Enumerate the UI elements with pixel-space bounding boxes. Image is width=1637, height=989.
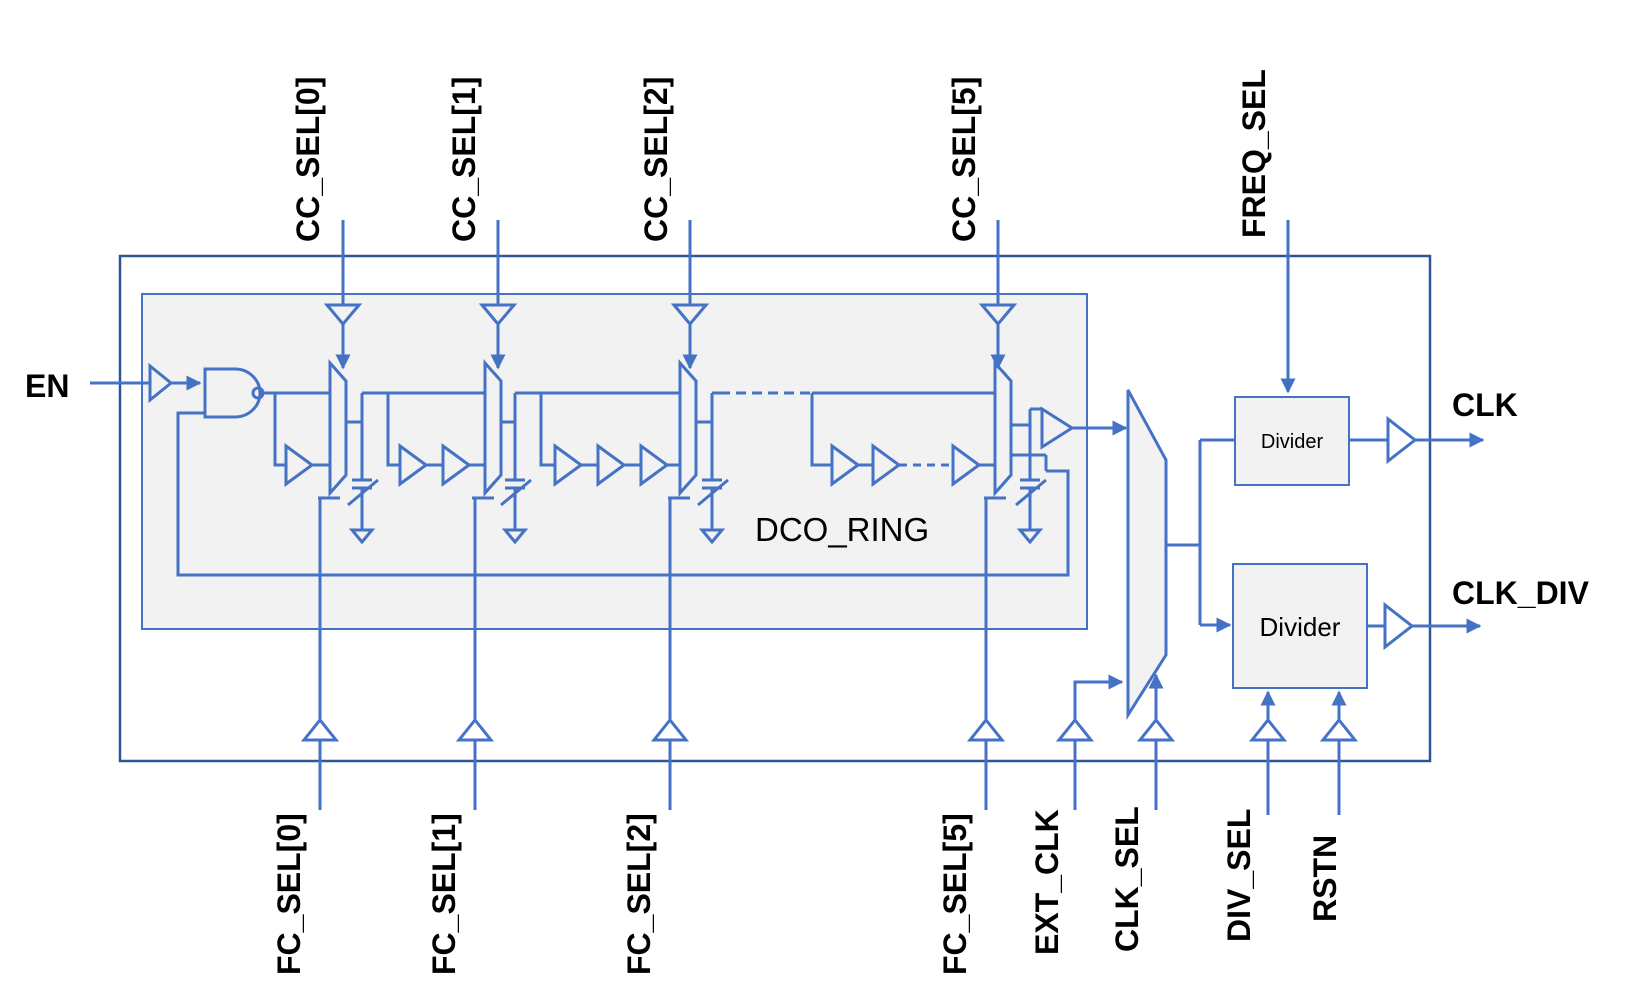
stage-2 <box>668 359 729 545</box>
clk-output-buffer <box>1386 415 1418 465</box>
dco-ring-region <box>141 293 1088 630</box>
fc-sel-2-label: FC_SEL[2] <box>621 813 657 975</box>
fc-sel-1-label: FC_SEL[1] <box>426 813 462 975</box>
divider-bottom <box>1232 563 1368 689</box>
cc-sel-0-label: CC_SEL[0] <box>290 77 326 242</box>
clk-sel-label: CLK_SEL <box>1109 806 1145 952</box>
clk-div-label: CLK_DIV <box>1452 575 1590 611</box>
dco-ring-label: DCO_RING <box>755 511 929 548</box>
fc-sel-0-label: FC_SEL[0] <box>271 813 307 975</box>
ext-clk-label: EXT_CLK <box>1029 809 1065 955</box>
clk-label: CLK <box>1452 387 1518 423</box>
freq-sel-label: FREQ_SEL <box>1236 69 1272 238</box>
fc-sel-5-label: FC_SEL[5] <box>937 813 973 975</box>
clock-mux <box>1126 389 1168 721</box>
clk-div-output-buffer <box>1383 601 1415 651</box>
dco-output-buffer <box>1040 406 1075 450</box>
stage-5 <box>984 359 1048 545</box>
en-label: EN <box>25 368 69 404</box>
div-sel-label: DIV_SEL <box>1221 809 1257 942</box>
cc-sel-5-label: CC_SEL[5] <box>946 77 982 242</box>
cc-sel-0-buffer <box>323 303 363 327</box>
cc-sel-5-buffer <box>978 303 1018 327</box>
divider-bottom-label: Divider <box>1260 612 1341 642</box>
stage-0 <box>318 359 379 545</box>
cc-sel-1-label: CC_SEL[1] <box>446 77 482 242</box>
en-buffer <box>148 362 174 404</box>
divider-top <box>1234 396 1350 486</box>
cc-sel-2-label: CC_SEL[2] <box>638 77 674 242</box>
cc-sel-1-buffer <box>478 303 518 327</box>
divider-top-label: Divider <box>1261 431 1324 453</box>
rstn-label: RSTN <box>1307 835 1343 922</box>
cc-sel-2-buffer <box>670 303 710 327</box>
